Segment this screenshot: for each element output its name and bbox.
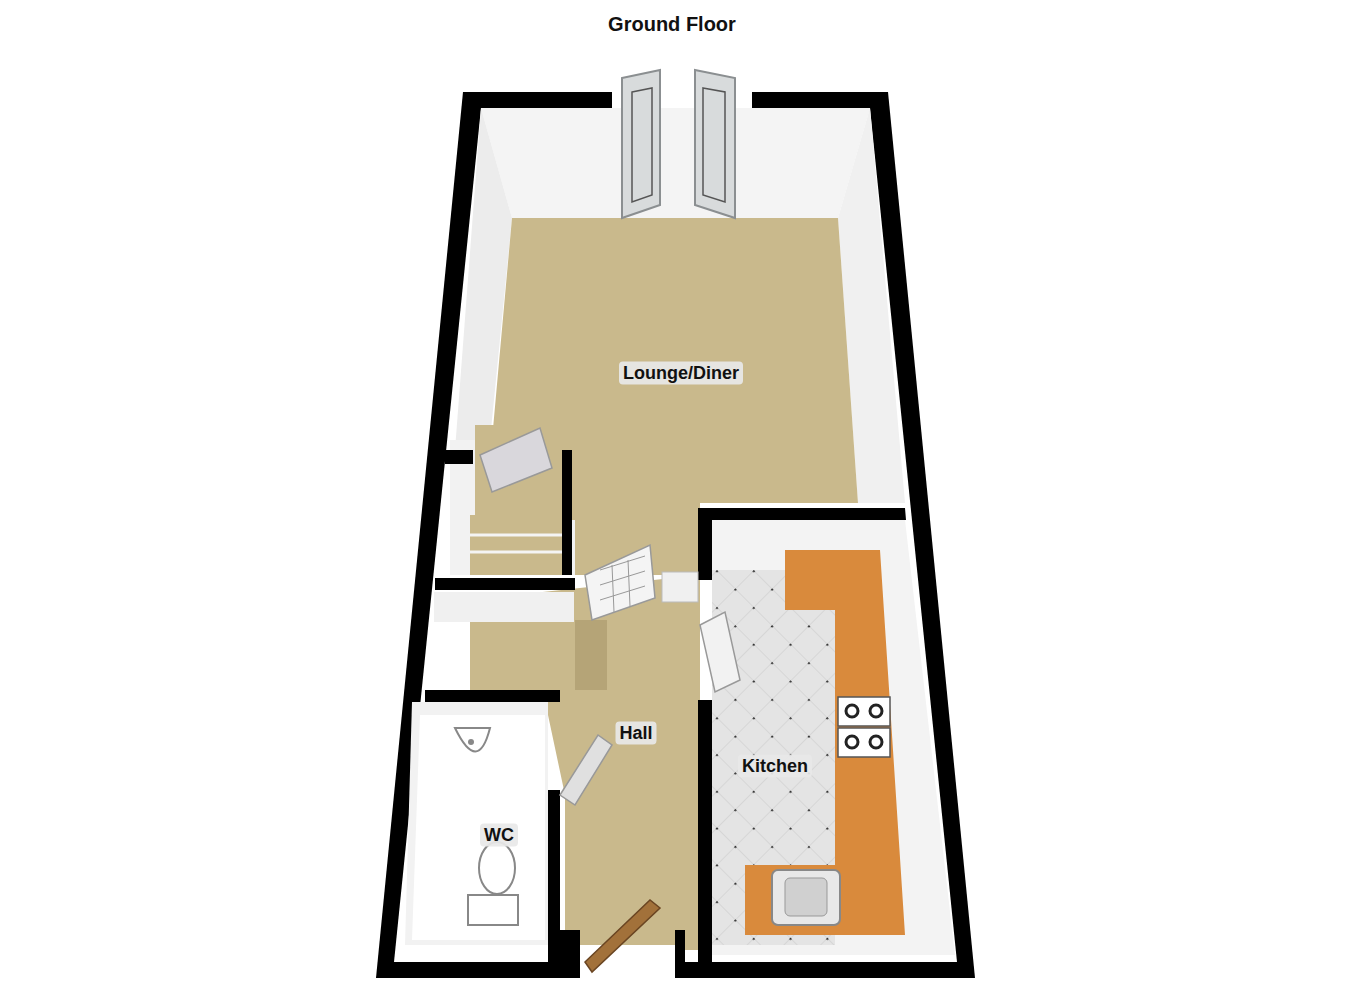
room-label: Hall (615, 722, 656, 745)
room-label: Lounge/Diner (619, 362, 743, 385)
room-label: WC (480, 824, 518, 847)
room-label: Kitchen (738, 755, 812, 778)
floor-title: Ground Floor (608, 13, 736, 36)
